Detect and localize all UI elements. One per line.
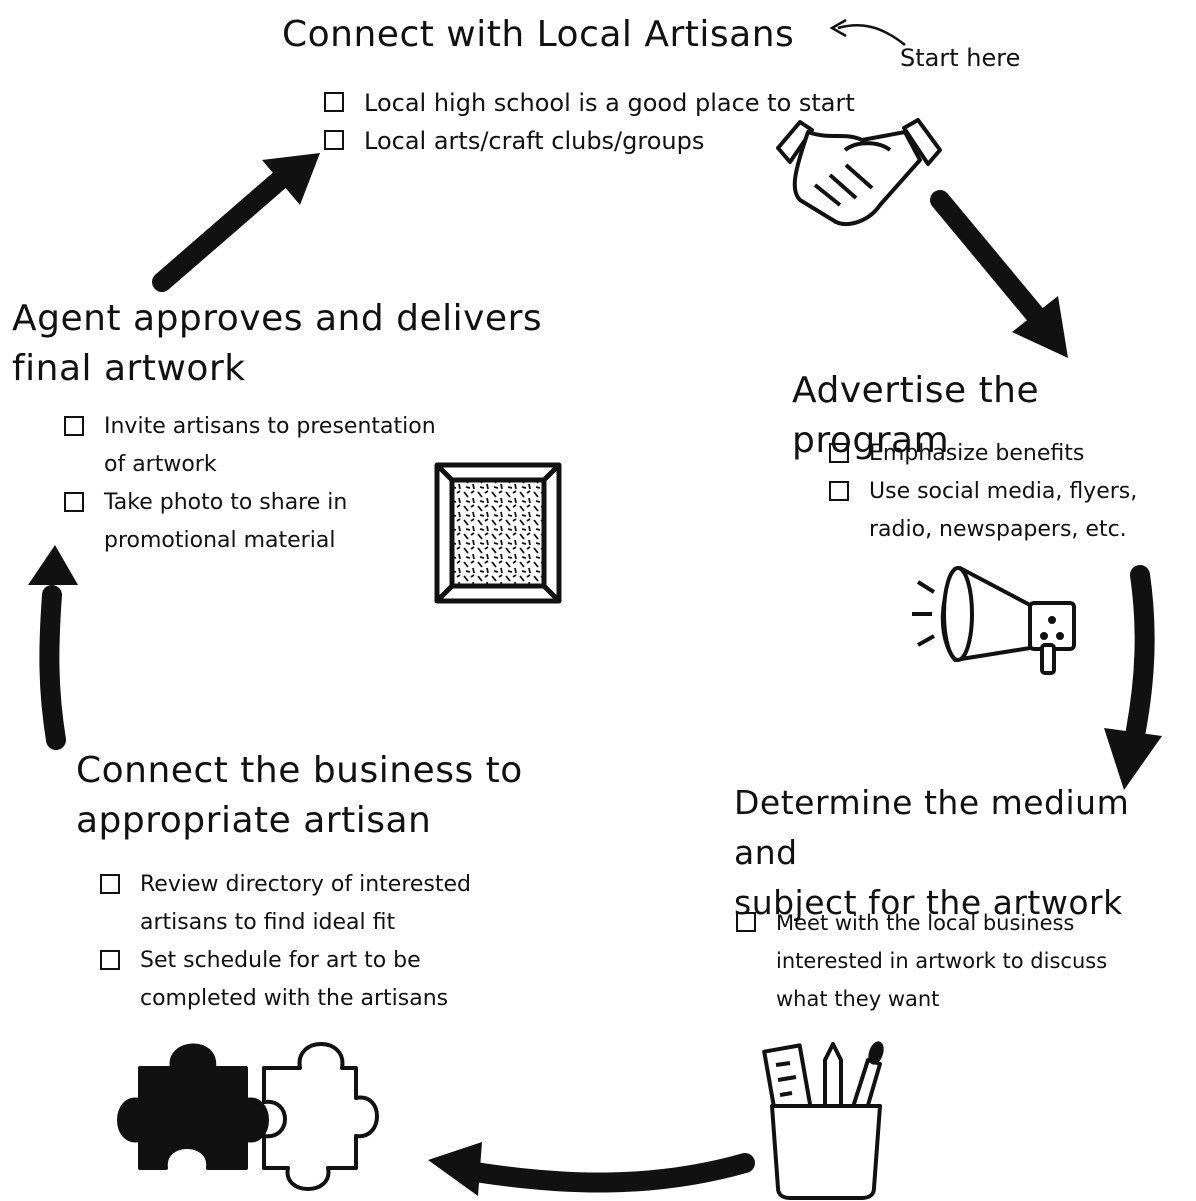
start-here-note: Start here	[900, 44, 1021, 72]
checkbox[interactable]	[64, 416, 84, 436]
task-list: Meet with the local business interested i…	[736, 904, 1107, 1018]
checkbox[interactable]	[100, 950, 120, 970]
arrow-connect-business-to-deliver	[28, 545, 78, 750]
task-text: what they want	[776, 987, 940, 1011]
start-here-arrow	[829, 18, 906, 46]
task-list: Local high school is a good place to sta…	[324, 84, 855, 160]
checkbox[interactable]	[100, 874, 120, 894]
megaphone-icon	[912, 566, 1076, 675]
arrow-deliver-to-connect-artisans	[152, 153, 320, 292]
task-list: Invite artisans to presentation of artwor…	[64, 408, 436, 560]
title-line: subject for the artwork	[734, 883, 1123, 922]
task-text: radio, newspapers, etc.	[869, 517, 1127, 542]
puzzle-pieces-icon	[117, 1042, 379, 1191]
task-text: Local arts/craft clubs/groups	[364, 127, 705, 155]
arrow-determine-to-connect-business	[428, 1142, 755, 1196]
task-text: promotional material	[104, 528, 336, 553]
task-item: Invite artisans to presentation of artwor…	[64, 408, 436, 484]
step-title: Determine the medium and subject for the…	[734, 778, 1196, 928]
handshake-icon	[776, 118, 942, 226]
task-text: Emphasize benefits	[869, 441, 1085, 466]
title-line: Connect with Local Artisans	[282, 14, 795, 55]
checkbox[interactable]	[64, 492, 84, 512]
task-item: Review directory of interested artisans t…	[100, 866, 471, 942]
task-item: Take photo to share in promotional materi…	[64, 484, 436, 560]
art-supplies-cup-icon	[762, 1041, 884, 1200]
step-title: Agent approves and delivers final artwor…	[12, 294, 542, 394]
title-line: Agent approves and delivers	[12, 298, 543, 339]
task-item: Set schedule for art to be completed with…	[100, 942, 471, 1018]
task-text: Invite artisans to presentation	[104, 414, 436, 439]
task-text: Set schedule for art to be	[140, 948, 421, 973]
task-item: Local arts/craft clubs/groups	[324, 122, 855, 160]
task-text: Take photo to share in	[104, 490, 348, 515]
task-item: Use social media, flyers, radio, newspape…	[829, 473, 1137, 549]
task-text: artisans to find ideal fit	[140, 910, 396, 935]
task-list: Review directory of interested artisans t…	[100, 866, 471, 1018]
checkbox[interactable]	[736, 912, 756, 932]
framed-artwork-icon	[434, 462, 562, 604]
checkbox[interactable]	[829, 443, 849, 463]
task-text: interested in artwork to discuss	[776, 949, 1108, 973]
step-title: Advertise the program	[792, 366, 1196, 466]
arrow-advertise-to-determine	[1104, 565, 1162, 790]
task-list: Emphasize benefits Use social media, fly…	[829, 435, 1137, 549]
title-line: appropriate artisan	[76, 800, 432, 841]
task-text: Local high school is a good place to sta…	[364, 89, 855, 117]
arrow-connect-to-advertise	[930, 190, 1068, 358]
task-item: Emphasize benefits	[829, 435, 1137, 473]
step-title: Connect with Local Artisans	[282, 10, 794, 60]
task-text: Use social media, flyers,	[869, 479, 1138, 504]
task-item: Meet with the local business interested i…	[736, 904, 1107, 1018]
task-text: of artwork	[104, 452, 217, 477]
title-line: final artwork	[12, 348, 246, 389]
checkbox[interactable]	[829, 481, 849, 501]
task-item: Local high school is a good place to sta…	[324, 84, 855, 122]
checkbox[interactable]	[324, 130, 344, 150]
title-line: Determine the medium and	[734, 783, 1130, 872]
task-text: completed with the artisans	[140, 986, 449, 1011]
task-text: Meet with the local business	[776, 911, 1075, 935]
title-line: Connect the business to	[76, 750, 523, 791]
task-text: Review directory of interested	[140, 872, 471, 897]
title-line: Advertise the program	[792, 370, 1040, 461]
checkbox[interactable]	[324, 92, 344, 112]
step-title: Connect the business to appropriate arti…	[76, 746, 523, 846]
